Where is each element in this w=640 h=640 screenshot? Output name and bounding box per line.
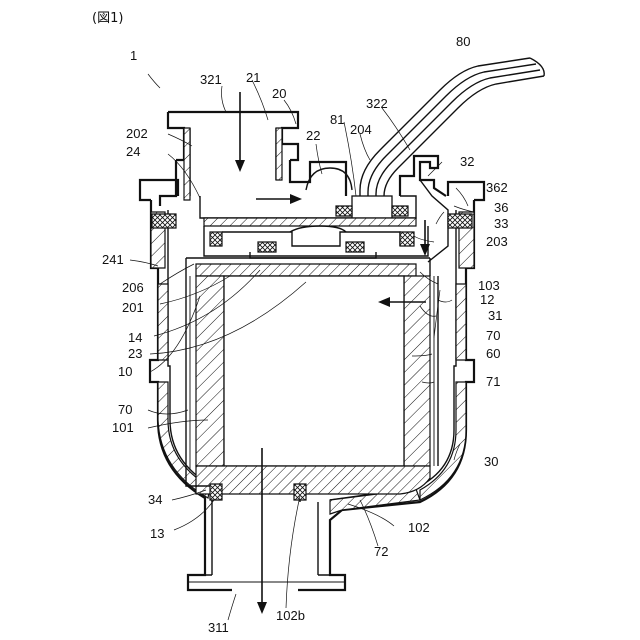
label-20: 20	[272, 86, 286, 101]
label-24: 24	[126, 144, 140, 159]
label-34: 34	[148, 492, 162, 507]
label-241: 241	[102, 252, 124, 267]
label-13: 13	[150, 526, 164, 541]
label-21: 21	[246, 70, 260, 85]
label-72: 72	[374, 544, 388, 559]
label-14: 14	[128, 330, 142, 345]
label-80: 80	[456, 34, 470, 49]
label-10: 10	[118, 364, 132, 379]
label-311: 311	[208, 620, 229, 635]
label-12: 12	[480, 292, 494, 307]
label-203: 203	[486, 234, 508, 249]
label-30: 30	[484, 454, 498, 469]
label-22: 22	[306, 128, 320, 143]
label-101: 101	[112, 420, 134, 435]
label-23: 23	[128, 346, 142, 361]
label-202: 202	[126, 126, 148, 141]
label-102b: 102b	[276, 608, 305, 623]
label-36: 36	[494, 200, 508, 215]
figure-title: (図1)	[92, 11, 123, 26]
filter-case-10	[186, 218, 438, 502]
label-102: 102	[408, 520, 430, 535]
label-60: 60	[486, 346, 500, 361]
label-70-right: 70	[486, 328, 500, 343]
label-362: 362	[486, 180, 508, 195]
label-1: 1	[130, 48, 137, 63]
label-206: 206	[122, 280, 144, 295]
label-322: 322	[366, 96, 388, 111]
label-201: 201	[122, 300, 144, 315]
cable-80	[336, 58, 544, 218]
label-33: 33	[494, 216, 508, 231]
label-81: 81	[330, 112, 344, 127]
label-71: 71	[486, 374, 500, 389]
label-32: 32	[460, 154, 474, 169]
label-31: 31	[488, 308, 502, 323]
label-204: 204	[350, 122, 372, 137]
label-70-left: 70	[118, 402, 132, 417]
label-103: 103	[478, 278, 500, 293]
label-321: 321	[200, 72, 222, 87]
